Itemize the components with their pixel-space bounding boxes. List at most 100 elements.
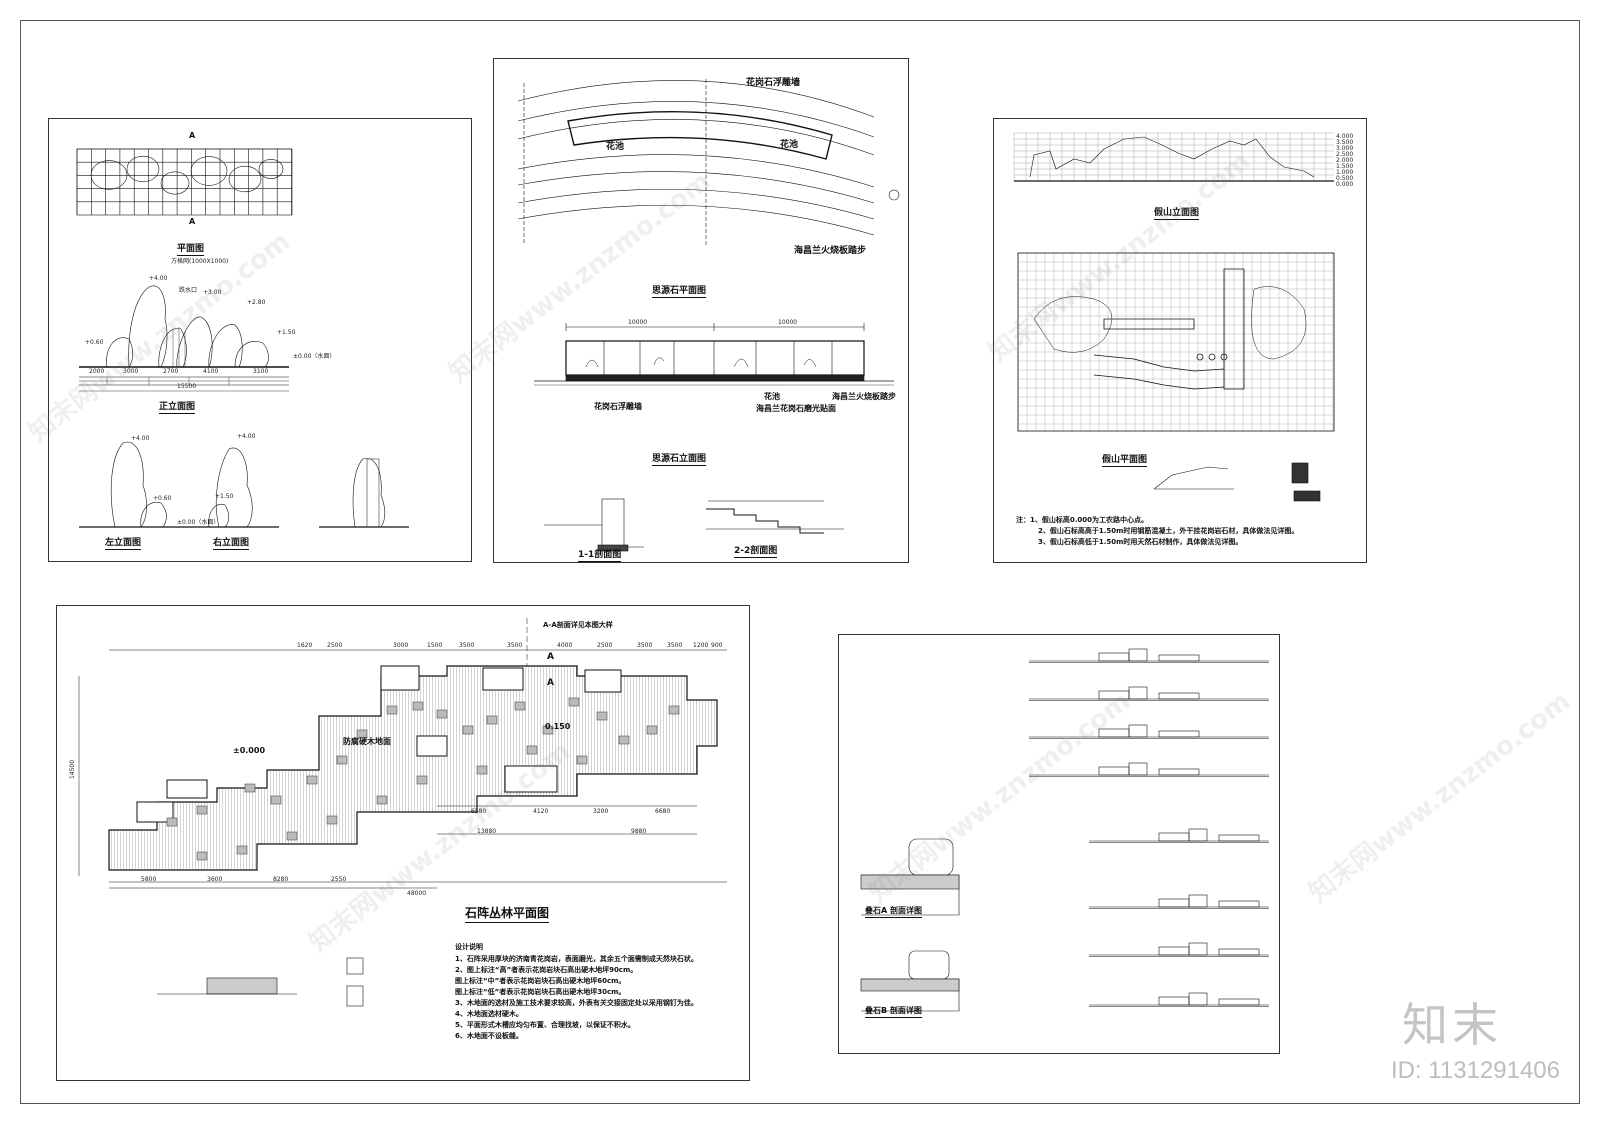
stone-forest-drawing <box>78 618 727 1007</box>
top-dim-11: 1200 <box>693 642 709 649</box>
stone-block <box>196 851 208 861</box>
stone-block <box>1188 828 1208 842</box>
rock-outline <box>228 165 262 193</box>
total-a: 13880 <box>477 828 497 835</box>
marker-a-bottom: A <box>189 217 196 226</box>
stone-block <box>1128 724 1148 738</box>
stone-block <box>306 775 318 785</box>
design-note-3: 图上标注“中”者表示花岗岩块石高出硬木地坪60cm。 <box>455 977 626 985</box>
detail-b-title: 叠石B 剖面详图 <box>865 1005 922 1018</box>
stone-block <box>1218 900 1260 908</box>
brand-id: ID: 1131291406 <box>1390 1057 1560 1084</box>
stone-block <box>1218 948 1260 956</box>
top-dim-2: 2500 <box>327 642 343 649</box>
level-1500: 1.500 <box>1336 163 1354 170</box>
stone-block <box>436 709 448 719</box>
stone-block <box>376 795 388 805</box>
stone-block <box>668 705 680 715</box>
dim-3: 2700 <box>163 368 179 375</box>
stone-block <box>1158 832 1190 842</box>
stone-block <box>526 745 538 755</box>
stone-block <box>244 783 256 793</box>
brand-logo: 知末 <box>1402 998 1502 1052</box>
marker-a-1: A <box>547 652 554 662</box>
total: 48000 <box>407 890 427 897</box>
callout-cladding: 海昌兰花岗石磨光贴面 <box>756 404 836 413</box>
rock-outline <box>90 160 128 190</box>
label-outlet: 跌水口 <box>179 287 198 294</box>
level-3000: 3.000 <box>1336 145 1354 152</box>
stone-block <box>1128 686 1148 700</box>
dim-5: 3100 <box>253 368 269 375</box>
design-note-8: 6、木地面不设板缝。 <box>455 1032 523 1040</box>
marker-a-2: A <box>547 678 554 688</box>
level-3500: 3.500 <box>1336 139 1354 146</box>
stacked-stone-drawing <box>860 648 1269 1012</box>
stone-block <box>336 755 348 765</box>
top-dim-4: 1500 <box>427 642 443 649</box>
rockery-plan-title: 假山平面图 <box>1102 452 1148 467</box>
rock-outline <box>126 155 160 183</box>
stone-block <box>166 817 178 827</box>
stone-block <box>1218 834 1260 842</box>
level-2500: 2.500 <box>1336 151 1354 158</box>
stone-block <box>1158 768 1200 776</box>
mid-dim-4: 6680 <box>655 808 671 815</box>
siyuan-plan-title: 思源石平面图 <box>652 283 707 298</box>
design-note-4: 图上标注“低”者表示花岗岩块石高出硬木地坪30cm。 <box>455 988 626 996</box>
stone-block <box>412 701 424 711</box>
dim-total: 15500 <box>177 383 197 390</box>
front-elevation-title: 正立面图 <box>159 399 196 414</box>
right-elev-150: +1.50 <box>215 493 234 500</box>
rockery-elevation-title: 假山立面图 <box>1154 205 1200 220</box>
stone-block <box>1158 996 1190 1006</box>
stone-block <box>596 711 608 721</box>
elev-280: +2.80 <box>247 299 266 306</box>
top-dim-10: 3500 <box>667 642 683 649</box>
left-elevation-title: 左立面图 <box>105 535 142 550</box>
bottom-dim-2: 3600 <box>207 876 223 883</box>
stone-block <box>476 765 488 775</box>
stone-block <box>576 755 588 765</box>
stone-block <box>1128 762 1148 776</box>
design-note-5: 3、木地面的选材及施工技术要求较高，外表有关交接固定处以采用钢钉为佳。 <box>455 999 698 1007</box>
stone-block <box>1098 652 1130 662</box>
top-dim-7: 4000 <box>557 642 573 649</box>
elev-zero: ±0.000 <box>233 746 266 755</box>
top-dim-1: 1620 <box>297 642 313 649</box>
sheet-rockery-elevations: A A 平面图 方格网(1000X1000) +4.00 跌水口 +3.00 +… <box>48 118 472 562</box>
stone-block <box>514 701 526 711</box>
top-dim-8: 2500 <box>597 642 613 649</box>
top-dim-3: 3000 <box>393 642 409 649</box>
mid-dim-1: 6580 <box>471 808 487 815</box>
drawing-border <box>20 20 1580 1104</box>
stone-block <box>646 725 658 735</box>
stone-block <box>416 775 428 785</box>
elev-0150: 0.150 <box>545 722 571 731</box>
stone-block <box>618 735 630 745</box>
top-dim-12: 900 <box>711 642 723 649</box>
bottom-dim-4: 2550 <box>331 876 347 883</box>
plan-title: 平面图 <box>177 241 205 256</box>
stone-block <box>196 805 208 815</box>
stone-block <box>1158 946 1190 956</box>
detail-a-title: 叠石A 剖面详图 <box>865 905 922 918</box>
stone-block <box>1188 894 1208 908</box>
rockery-plan-drawing <box>1013 132 1335 502</box>
callout-relief-wall: 花岗石浮雕墙 <box>594 402 642 411</box>
stone-block <box>542 725 554 735</box>
level-0000: 0.000 <box>1336 181 1354 188</box>
notes-title: 设计说明 <box>455 943 483 951</box>
level-0500: 0.500 <box>1336 175 1354 182</box>
rock-outline <box>258 159 284 179</box>
top-dim-5: 3500 <box>459 642 475 649</box>
level-2000: 2.000 <box>1336 157 1354 164</box>
sheet-rockery-plan: 4.000 3.500 3.000 2.500 2.000 1.500 1.00… <box>993 118 1367 563</box>
rock-outline <box>190 156 228 186</box>
stone-block <box>486 715 498 725</box>
elev-400: +4.00 <box>149 275 168 282</box>
section-1-title: 1-1剖面图 <box>578 547 622 562</box>
design-note-1: 1、石阵采用厚块的济南青花岗岩，表面磨光，其余五个面需制成天然块石状。 <box>455 955 698 963</box>
callout-steps: 海昌兰火烧板踏步 <box>832 392 896 401</box>
stone-block <box>286 831 298 841</box>
